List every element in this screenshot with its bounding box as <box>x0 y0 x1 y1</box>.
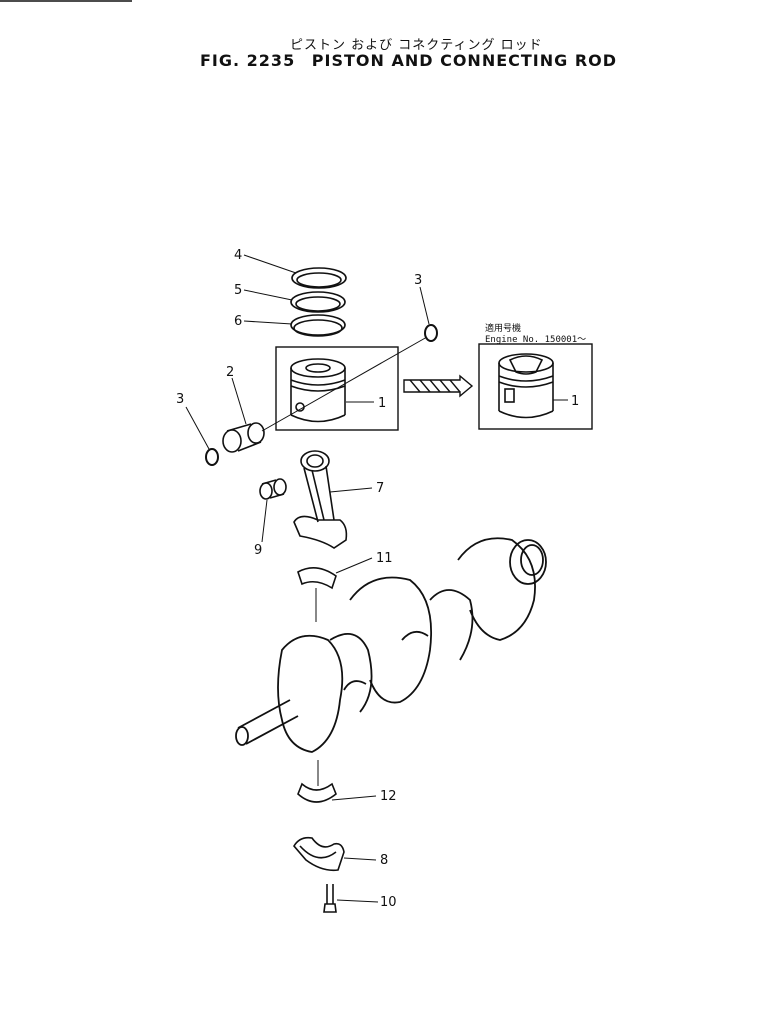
connecting-rod-bolt[interactable] <box>323 884 337 913</box>
callout-2: 2 <box>226 365 234 380</box>
piston-pin[interactable] <box>222 422 265 453</box>
leader-12 <box>331 795 377 801</box>
revised-piston[interactable] <box>498 353 554 419</box>
crankshaft[interactable] <box>235 537 547 753</box>
inset-note-jp: 適用号機 <box>485 322 521 334</box>
connecting-rod-bearing-lower[interactable] <box>297 782 337 803</box>
connecting-rod[interactable] <box>293 450 348 549</box>
connecting-rod-bearing-upper[interactable] <box>297 567 337 590</box>
snap-ring-left[interactable] <box>205 448 219 466</box>
leader-6 <box>243 320 293 325</box>
callout-3-left: 3 <box>176 392 184 407</box>
figure-title: FIG. 2235 PISTON AND CONNECTING ROD <box>200 51 627 70</box>
leader-3-right <box>419 286 430 325</box>
revision-arrow <box>403 374 474 398</box>
piston-ring-top[interactable] <box>291 267 347 289</box>
figure-title-english: PISTON AND CONNECTING ROD <box>311 51 618 70</box>
snap-ring-right[interactable] <box>424 324 438 342</box>
leader-2 <box>231 377 247 425</box>
callout-11: 11 <box>376 551 393 566</box>
callout-10: 10 <box>380 895 397 910</box>
leader-3-left <box>185 406 210 450</box>
piston[interactable] <box>290 358 346 423</box>
leader-9 <box>261 499 268 543</box>
callout-9: 9 <box>254 543 262 558</box>
piston-ring-oil[interactable] <box>290 314 346 337</box>
leader-8 <box>343 857 377 861</box>
callout-1-right: 1 <box>571 394 579 409</box>
leader-10 <box>336 899 379 903</box>
callout-1-left: 1 <box>378 396 386 411</box>
assembly-line <box>261 336 428 432</box>
callout-3-right: 3 <box>414 273 422 288</box>
callout-5: 5 <box>234 283 242 298</box>
inset-note-engine-number: Engine No. 150001～ <box>485 335 586 345</box>
leader-5 <box>243 289 293 301</box>
callout-12: 12 <box>380 789 397 804</box>
connecting-rod-cap[interactable] <box>293 836 345 872</box>
revised-piston-inset-frame <box>478 343 593 430</box>
leader-4 <box>243 254 297 274</box>
figure-title-japanese: ピストン および コネクティング ロッド <box>290 38 543 53</box>
callout-7: 7 <box>376 481 384 496</box>
figure-number: FIG. 2235 <box>200 51 296 70</box>
leader-7 <box>329 487 373 493</box>
callout-8: 8 <box>380 853 388 868</box>
leader-11 <box>335 557 373 574</box>
piston-ring-second[interactable] <box>290 291 346 313</box>
callout-6: 6 <box>234 314 242 329</box>
callout-4: 4 <box>234 248 242 263</box>
connecting-rod-bushing[interactable] <box>259 478 287 500</box>
piston-inset-frame <box>275 346 399 431</box>
